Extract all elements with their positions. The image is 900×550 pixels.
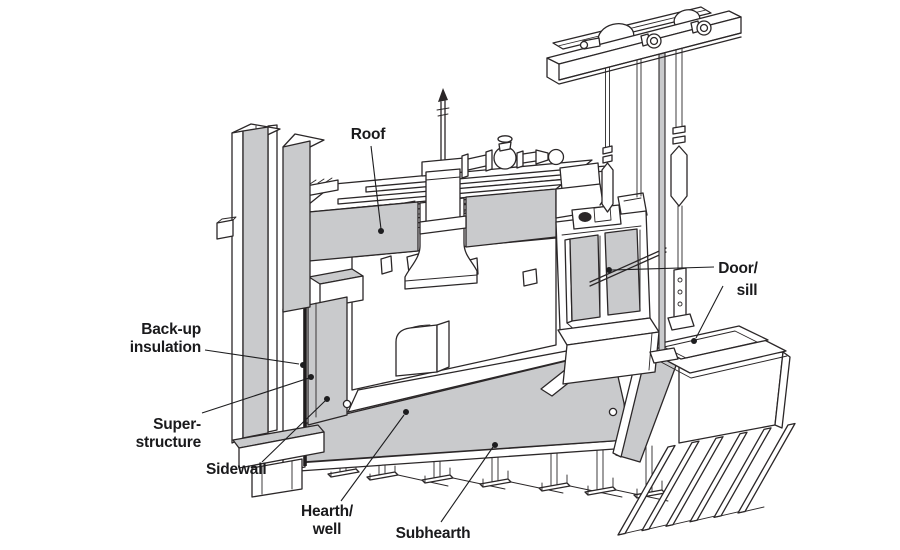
leader-sidewall (261, 400, 326, 463)
pulley-hubs (640, 20, 712, 49)
label-super-line2: structure (136, 434, 202, 451)
sill-box-side (774, 351, 791, 429)
leader-superstructure (201, 377, 310, 414)
overhead-crane-beam (546, 6, 742, 85)
leader-hearth (340, 414, 405, 502)
crane-pin (579, 37, 601, 50)
tower-rear-face (282, 140, 311, 313)
arch-opening (395, 320, 450, 377)
wall-notch (342, 399, 352, 409)
roof-fascia-right (465, 188, 557, 248)
tower-front-face (242, 126, 269, 439)
cable-counterweight (667, 46, 695, 331)
left-column-tower (216, 123, 325, 498)
cable-mid (636, 56, 642, 198)
label-hearth-line1: Hearth/ (301, 503, 354, 520)
leader-backup-insulation (204, 349, 300, 365)
turnbuckle-left (601, 162, 614, 213)
label-door-line1: Door/ (718, 260, 758, 277)
tower-tab (216, 216, 237, 240)
label-door-line2: sill (737, 282, 758, 299)
end-wall-lower-face (562, 331, 660, 385)
turnbuckle-right (670, 145, 688, 207)
label-backup-line2: insulation (130, 339, 201, 356)
tower-foot (232, 424, 325, 498)
leader-door (611, 266, 715, 271)
sill-platform (644, 325, 788, 379)
sidewall-section (307, 296, 348, 426)
ramp-notch (608, 407, 618, 417)
label-hearth-line2: well (312, 521, 342, 538)
label-subhearth: Subhearth (396, 525, 471, 542)
gas-pipe-valve (461, 135, 565, 179)
tower-left-face (231, 130, 244, 444)
callout-leaders (201, 145, 724, 523)
leader-subhearth (440, 446, 494, 523)
label-sidewall: Sidewall (206, 461, 266, 478)
door-panel-left (569, 234, 601, 322)
callout-labels: Roof Door/ sill Back-up insulation Super… (130, 126, 759, 542)
leader-sill (695, 285, 724, 339)
label-super-line1: Super- (153, 416, 201, 433)
leader-roof (370, 145, 382, 230)
hoist-cables (601, 46, 695, 364)
tower-gap-strip (267, 124, 278, 433)
cable-door (601, 65, 614, 213)
roof-fascia-left (297, 201, 419, 263)
gusset-plates (617, 422, 796, 536)
label-roof: Roof (351, 126, 387, 143)
label-backup-line1: Back-up (141, 321, 201, 338)
